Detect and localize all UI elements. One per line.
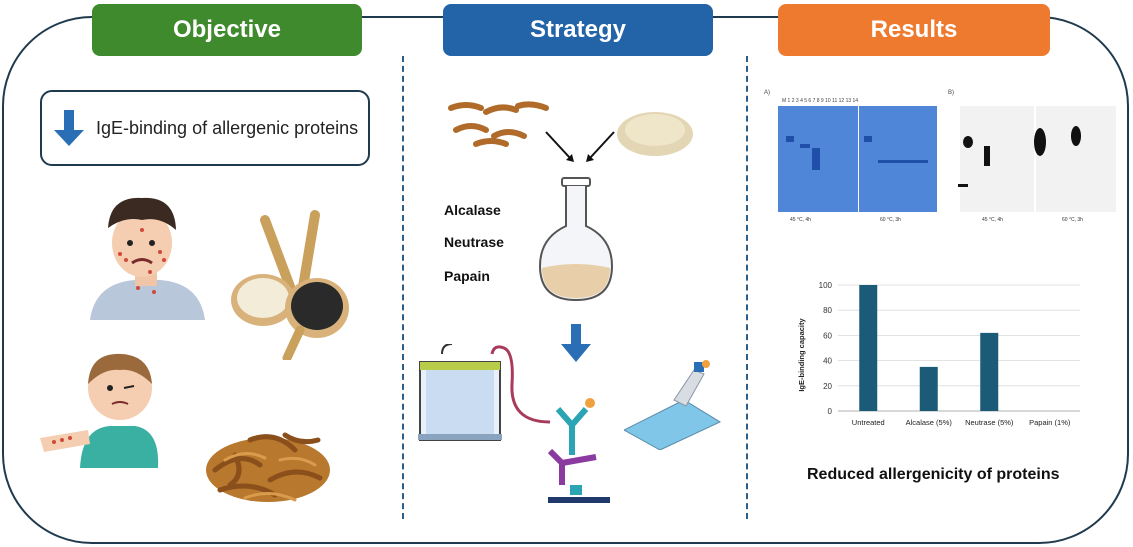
- ige-binding-bar-chart: IgE-binding capacity 0 20 40 60 80 100Untreat…: [797, 281, 1080, 427]
- seeds-pile-illustration: [617, 112, 693, 156]
- enzyme-papain: Papain: [444, 268, 490, 284]
- enzyme-neutrase: Neutrase: [444, 234, 504, 250]
- multichannel-pipette-illustration: [624, 360, 722, 450]
- chart-x-tick-label: Papain (1%): [1029, 418, 1071, 427]
- blot-condition-a: 45 °C, 4h: [982, 217, 1003, 223]
- gel-condition-b: 60 °C, 3h: [880, 217, 901, 223]
- chart-y-tick-label: 0: [828, 407, 833, 416]
- divider-left: [402, 56, 404, 519]
- chart-x-tick-label: Untreated: [852, 418, 885, 427]
- chart-x-tick-label: Alcalase (5%): [906, 418, 953, 427]
- antibody-elisa-illustration: [548, 398, 610, 503]
- electrophoresis-tank-illustration: [418, 344, 551, 441]
- western-blot-image: B) 45 °C, 4h 60 °C, 3h: [944, 86, 1124, 228]
- mealworms-illustration: [448, 101, 549, 147]
- down-arrow-icon: [561, 324, 591, 362]
- chart-bar: [919, 366, 938, 411]
- chart-y-tick-label: 60: [823, 331, 832, 340]
- gel-condition-a: 45 °C, 4h: [790, 217, 811, 223]
- gel-panel-a-label: A): [764, 90, 770, 96]
- blot-condition-b: 60 °C, 3h: [1062, 217, 1083, 223]
- chart-y-tick-label: 80: [823, 306, 832, 315]
- gel-lanes-label: M 1 2 3 4 5 6 7 8 9 10 11 12 13 14: [782, 98, 858, 104]
- divider-right: [746, 56, 748, 519]
- chart-y-tick-label: 100: [819, 281, 833, 290]
- mealworm-pile-illustration: [206, 432, 330, 502]
- blot-panel-b-label: B): [948, 90, 954, 96]
- down-arrow-icon: [54, 110, 84, 146]
- chart-y-tick-label: 40: [823, 357, 832, 366]
- enzyme-alcalase: Alcalase: [444, 202, 501, 218]
- strategy-header: Strategy: [443, 4, 713, 56]
- chart-y-axis-label: IgE-binding capacity: [797, 318, 806, 392]
- itchy-child-illustration: [40, 353, 159, 468]
- chart-bar: [980, 332, 999, 411]
- sesame-spoons-illustration: [231, 210, 349, 360]
- converging-arrows: [545, 131, 615, 162]
- chart-y-tick-label: 20: [823, 382, 832, 391]
- objective-text: IgE-binding of allergenic proteins: [96, 117, 359, 138]
- results-header: Results: [778, 4, 1050, 56]
- flask-icon: [538, 177, 614, 302]
- results-caption: Reduced allergenicity of proteins: [807, 466, 1060, 483]
- chart-x-tick-label: Neutrase (5%): [965, 418, 1014, 427]
- allergic-person-illustration: [90, 197, 205, 320]
- objective-box: IgE-binding of allergenic proteins: [40, 90, 370, 166]
- sds-page-gel-image: A) M 1 2 3 4 5 6 7 8 9 10 11 12 13 14 45…: [760, 86, 940, 228]
- objective-header: Objective: [92, 4, 362, 56]
- chart-bar: [859, 285, 878, 411]
